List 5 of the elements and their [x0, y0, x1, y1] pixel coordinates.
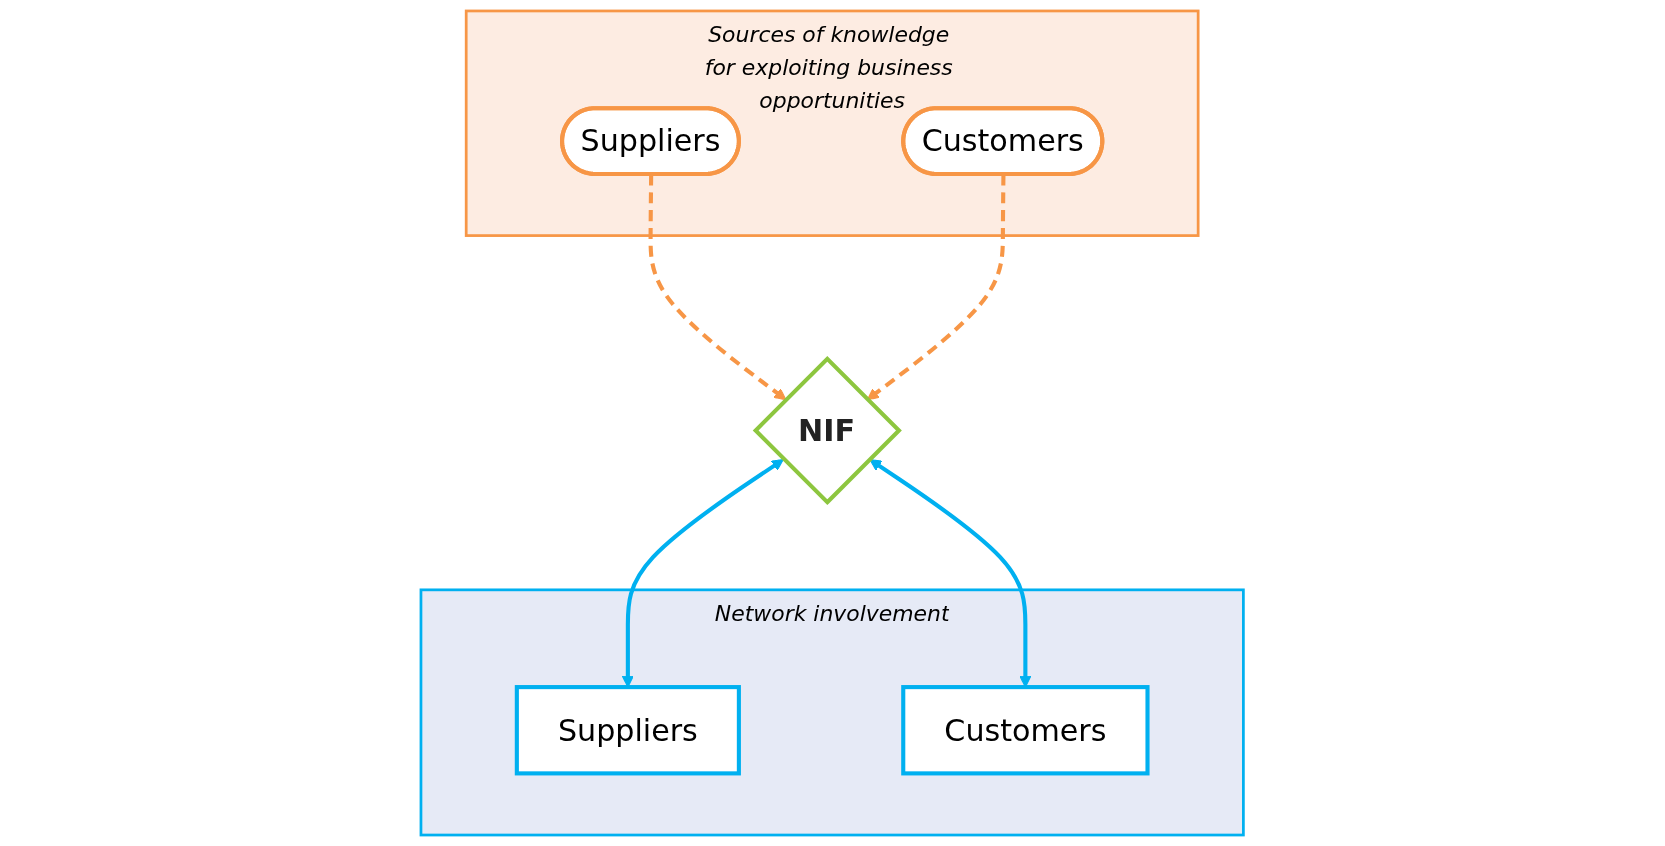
- arrow: [867, 174, 1006, 401]
- node-box: Customers: [901, 685, 1150, 776]
- node-diamond: NIF: [753, 355, 903, 506]
- node-box: Suppliers: [515, 685, 742, 776]
- arrow: [648, 174, 787, 401]
